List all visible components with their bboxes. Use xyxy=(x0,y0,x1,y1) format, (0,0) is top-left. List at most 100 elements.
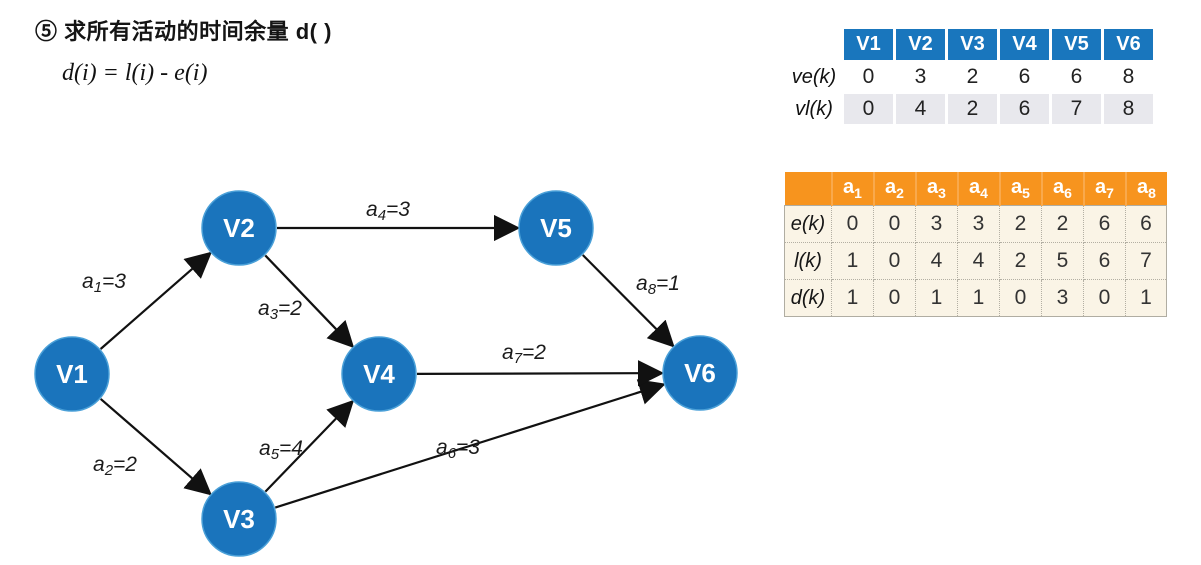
edge-label-a2: a2=2 xyxy=(93,453,137,479)
activity-col-header-a7: a7 xyxy=(1082,172,1126,206)
table-cell: 3 xyxy=(1041,279,1084,317)
activity-table-corner xyxy=(784,172,832,206)
table-cell: 5 xyxy=(1041,242,1084,280)
table-cell: 8 xyxy=(1104,62,1153,92)
vertex-col-header-V2: V2 xyxy=(896,29,945,60)
table-cell: 6 xyxy=(1052,62,1101,92)
table-cell: 0 xyxy=(873,205,916,243)
row-label: l(k) xyxy=(784,242,832,280)
vertex-col-header-V4: V4 xyxy=(1000,29,1049,60)
table-cell: 2 xyxy=(948,62,997,92)
table-cell: 6 xyxy=(1000,94,1049,124)
table-cell: 6 xyxy=(1083,205,1126,243)
edge-a2 xyxy=(99,398,212,496)
table-cell: 4 xyxy=(896,94,945,124)
edge-label-a1: a1=3 xyxy=(82,270,126,296)
edge-label-a4: a4=3 xyxy=(366,198,410,224)
slack-formula: d(i) = l(i) - e(i) xyxy=(62,60,208,86)
table-cell: 7 xyxy=(1052,94,1101,124)
page-title: ⑤ 求所有活动的时间余量 d( ) xyxy=(35,19,332,44)
table-cell: 1 xyxy=(831,242,874,280)
node-label-V3: V3 xyxy=(223,504,255,534)
edge-label-a8: a8=1 xyxy=(636,272,680,298)
node-V6 xyxy=(662,335,738,411)
table-cell: 6 xyxy=(1125,205,1167,243)
table-cell: 0 xyxy=(873,279,916,317)
edge-a3 xyxy=(264,254,355,349)
table-cell: 8 xyxy=(1104,94,1153,124)
table-cell: 4 xyxy=(915,242,958,280)
table-cell: 1 xyxy=(831,279,874,317)
activity-col-header-a8: a8 xyxy=(1124,172,1167,206)
table-cell: 0 xyxy=(831,205,874,243)
table-cell: 0 xyxy=(844,94,893,124)
node-V3 xyxy=(201,481,277,557)
table-cell: 1 xyxy=(1125,279,1167,317)
activity-col-header-a6: a6 xyxy=(1040,172,1084,206)
edge-a8 xyxy=(581,254,675,348)
table-cell: 2 xyxy=(999,205,1042,243)
activity-col-header-a1: a1 xyxy=(830,172,874,206)
table-cell: 2 xyxy=(1041,205,1084,243)
edge-a6 xyxy=(274,379,666,509)
table-cell: 0 xyxy=(873,242,916,280)
vertex-table-corner xyxy=(787,29,841,60)
node-V5 xyxy=(518,190,594,266)
table-cell: 0 xyxy=(1083,279,1126,317)
table-cell: 3 xyxy=(896,62,945,92)
node-V2 xyxy=(201,190,277,266)
node-V1 xyxy=(34,336,110,412)
table-cell: 3 xyxy=(957,205,1000,243)
table-cell: 4 xyxy=(957,242,1000,280)
table-cell: 3 xyxy=(915,205,958,243)
table-cell: 7 xyxy=(1125,242,1167,280)
node-label-V5: V5 xyxy=(540,213,572,243)
activity-col-header-a4: a4 xyxy=(956,172,1000,206)
edge-label-a6: a6=3 xyxy=(436,436,480,462)
edge-a5 xyxy=(264,399,355,493)
edge-label-a5: a5=4 xyxy=(259,437,303,463)
table-cell: 0 xyxy=(999,279,1042,317)
vertex-col-header-V5: V5 xyxy=(1052,29,1101,60)
node-label-V6: V6 xyxy=(684,358,716,388)
vertex-col-header-V1: V1 xyxy=(844,29,893,60)
edge-labels-layer: a1=3 a2=2 a3=2 a4=3 a5=4 a6=3 a7=2 a8=1 xyxy=(82,198,680,479)
table-cell: 1 xyxy=(957,279,1000,317)
table-cell: 6 xyxy=(1083,242,1126,280)
node-label-V1: V1 xyxy=(56,359,88,389)
row-label: d(k) xyxy=(784,279,832,317)
edges-layer xyxy=(99,214,675,509)
activity-col-header-a3: a3 xyxy=(914,172,958,206)
row-label: e(k) xyxy=(784,205,832,243)
node-label-V4: V4 xyxy=(363,359,395,389)
table-cell: 1 xyxy=(915,279,958,317)
table-cell: 2 xyxy=(999,242,1042,280)
edge-label-a7: a7=2 xyxy=(502,341,546,367)
table-cell: 0 xyxy=(844,62,893,92)
edge-a7 xyxy=(416,359,665,387)
edge-a1 xyxy=(99,251,213,350)
table-cell: 2 xyxy=(948,94,997,124)
vertex-col-header-V3: V3 xyxy=(948,29,997,60)
activity-col-header-a5: a5 xyxy=(998,172,1042,206)
node-label-V2: V2 xyxy=(223,213,255,243)
activity-col-header-a2: a2 xyxy=(872,172,916,206)
row-label: vl(k) xyxy=(795,97,833,120)
edge-label-a3: a3=2 xyxy=(258,297,302,323)
vertex-col-header-V6: V6 xyxy=(1104,29,1153,60)
row-label: ve(k) xyxy=(791,65,837,88)
